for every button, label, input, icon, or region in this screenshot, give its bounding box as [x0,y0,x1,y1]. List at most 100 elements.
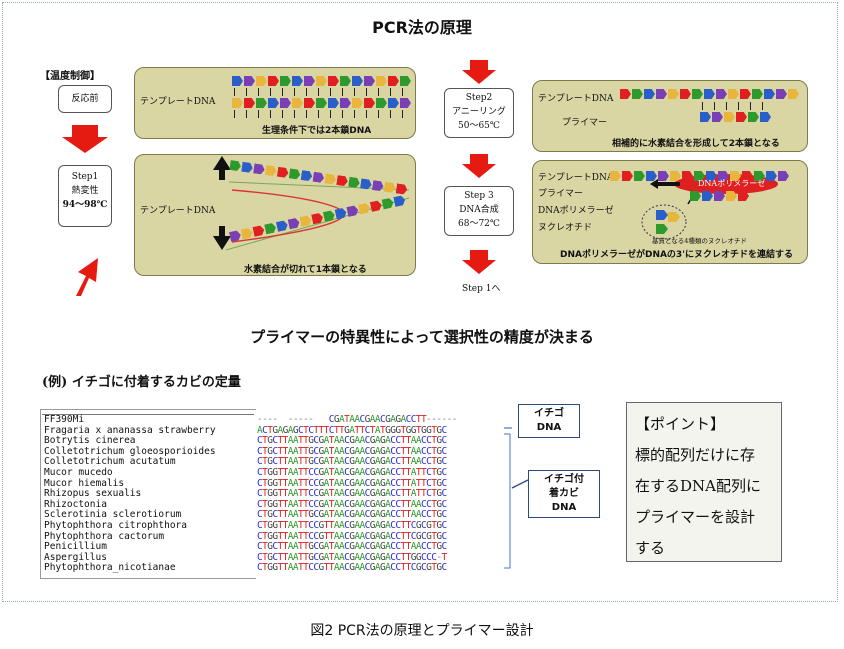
p1-caption: 生理条件下では2本鎖DNA [262,126,372,136]
step3-name: Step 3 [464,191,494,201]
sequence-row: CTGGTTAATTCCGATAACGAACGAGACCTTAACCTGC [257,498,447,510]
species-name: Mucor hiemalis [44,477,125,489]
nucleotide-block [265,165,277,176]
sequence-row: CTGCTTAATTGCGATAACGAACGAGACCTTAACCTGC [257,435,447,447]
point-line-4: する [635,539,666,557]
arrow-down-3 [462,154,496,178]
species-name: FF390Mi [44,414,85,425]
sequence-row: ---- ----- CGATAACGAACGAGACCTT------ [257,414,457,425]
step2-box: Step2 アニーリング 50〜65℃ [444,88,514,138]
p4-label-polymerase: DNAポリメラーゼ [538,206,614,216]
species-name: Mucor mucedo [44,466,113,478]
nucleotide-block [748,112,759,122]
sequence-row: CTGGTTAATTCCGTTAACGAACGAGACCTTCGCGTGC [257,562,447,574]
nucleotide-block [760,112,771,122]
species-name: Phytophthora cactorum [44,530,165,542]
p3-template-strand [620,89,800,99]
p1-top-strand [232,76,412,86]
nucleotide-block [328,76,339,86]
nucleotide-block [670,171,681,181]
nucleotide-block [268,98,279,108]
alignment-window-header [42,410,254,415]
nucleotide-block [644,89,655,99]
step1-name: Step1 [71,172,99,182]
arrow-up-return [76,258,98,296]
nucleotide-block [348,177,360,188]
sequence-row: CTGGTTAATTCCGATAACGAACGAGACCTTATTCTGC [257,466,447,478]
step1-desc: 熱変性 [71,186,99,196]
temp-control-label: 【温度制御】 [40,71,100,82]
species-name: Penicillium [44,541,107,553]
section-subtitle: プライマーの特異性によって選択性の精度が決まる [250,328,594,346]
point-title: 【ポイント】 [635,415,726,433]
p1-bonds [234,88,404,96]
nucleotide-block [340,98,351,108]
nucleotide-block [280,98,291,108]
nucleotide-block [289,168,301,179]
next-step-label: Step 1へ [462,284,501,294]
arrow-down-1 [62,125,108,153]
sequence-row: CTGCTTAATTGCGATAACGAACGAGACCTTAACCTGC [257,541,447,553]
nucleotide-block [728,89,739,99]
nucleotide-block [634,171,645,181]
nucleotide-block [776,89,787,99]
sequence-alignment: ---- ----- CGATAACGAACGAGACCTT------ACTG… [257,414,457,574]
p2-template-label: テンプレートDNA [140,206,216,216]
nucleotide-block [656,89,667,99]
sequence-row: CTGCTTAATTGCGATAACGAACGAGACCTTAACCTGC [257,456,447,468]
step1-box: Step1 熱変性 94〜98℃ [58,165,112,227]
p4-nucleotide-note: 基質となる4種類のヌクレオチド [652,237,747,245]
nucleotide-block [352,76,363,86]
nucleotide-block [764,89,775,99]
nucleotide-block [229,160,241,171]
species-name: Colletotrichum acutatum [44,456,176,468]
species-name: Rhizoctonia [44,498,107,510]
nucleotide-block [241,162,253,173]
nucleotide-block [388,76,399,86]
p4-template-strand [610,171,790,181]
nucleotide-block [316,98,327,108]
species-name: Phytophthora citrophthora [44,519,187,531]
nucleotide-block [280,76,291,86]
p4-primer-strand [690,191,750,201]
nucleotide-block [388,98,399,108]
nucleotide-block [738,191,749,201]
nucleotide-block [244,76,255,86]
step2-temp: 50〜65℃ [458,121,500,131]
nucleotide-block [682,171,693,181]
panel-denature [134,154,416,276]
point-line-2: 在するDNA配列に [635,477,761,495]
nucleotide-block [324,173,336,184]
p3-primer-label: プライマー [562,118,608,128]
nucleotide-block [352,98,363,108]
point-line-3: プライマーを設計 [635,508,756,526]
nucleotide-block [336,175,348,186]
diagram-title: PCR法の原理 [372,18,472,37]
step2-desc: アニーリング [452,107,506,117]
nucleotide-block [364,98,375,108]
nucleotide-block [372,180,384,191]
species-name: Rhizopus sexualis [44,488,142,500]
p1-mid-strand [232,98,412,108]
before-label: 反応前 [71,94,99,104]
nucleotide-block [292,76,303,86]
nucleotide-block [277,167,289,178]
nucleotide-block [400,98,411,108]
nucleotide-block [610,171,621,181]
before-box: 反応前 [58,85,112,113]
nucleotide-block [712,112,723,122]
nucleotide-block [253,163,265,174]
nucleotide-block [724,112,735,122]
nucleotide-block [620,89,631,99]
p4-label-nucleotide: ヌクレオチド [538,223,593,233]
nucleotide-block [778,171,789,181]
nucleotide-block [694,171,705,181]
nucleotide-block [256,76,267,86]
nucleotide-block [232,76,243,86]
nucleotide-block [376,98,387,108]
sequence-row: CTGGTTAATTCCGTTAACGAACGAGACCTTCGCGTGC [257,530,447,542]
nucleotide-block [376,76,387,86]
nucleotide-block [232,98,243,108]
nucleotide-block [312,172,324,183]
p1-bonds-2 [234,110,404,118]
